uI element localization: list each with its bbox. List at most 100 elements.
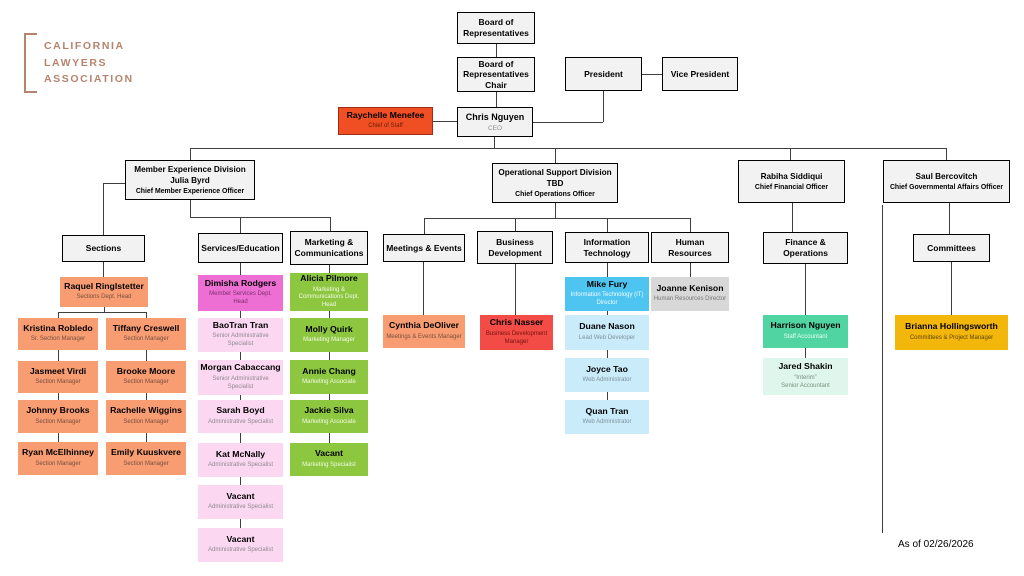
connector-line [190, 148, 191, 160]
org-node-title: Human Resources Director [653, 296, 727, 303]
org-node-title: Chief Financial Officer [754, 183, 829, 191]
org-node-name: Brianna Hollingsworth [905, 321, 998, 332]
org-node-name: Brooke Moore [116, 365, 176, 376]
connector-line [146, 433, 147, 442]
logo-text: CALIFORNIA LAWYERS ASSOCIATION [44, 38, 134, 88]
org-node-name: Johnny Brooks [26, 405, 90, 416]
connector-line [330, 217, 331, 231]
connector-line [515, 218, 516, 231]
org-node-name: Annie Chang [302, 365, 356, 376]
org-node-marketing-communications: Marketing & Communications [290, 231, 368, 265]
cla-logo: CALIFORNIA LAWYERS ASSOCIATION [24, 33, 134, 93]
org-node-vice-president: Vice President [662, 57, 738, 91]
connector-line [240, 395, 241, 400]
logo-line-2: LAWYERS [44, 56, 108, 69]
connector-line [607, 392, 608, 400]
connector-line [240, 311, 241, 318]
org-node-business-development: Business Development [477, 231, 553, 264]
as-of-date: As of 02/26/2026 [898, 539, 974, 550]
org-node-title: Chief Member Experience Officer [135, 187, 245, 195]
connector-line [607, 263, 608, 277]
org-node-name: Harrison Nguyen [770, 320, 841, 331]
org-node-name: Operational Support Division TBD [498, 168, 612, 188]
org-node-title: Chief Governmental Affairs Officer [889, 183, 1004, 191]
org-node-title: Section Manager [123, 379, 169, 386]
org-node-name: Kat McNally [215, 448, 266, 459]
connector-line [424, 218, 690, 219]
connector-line [58, 312, 146, 313]
connector-line [533, 122, 603, 123]
org-node-name: Services/Education [201, 242, 280, 253]
connector-line [329, 311, 330, 318]
logo-line-1: CALIFORNIA [44, 39, 125, 52]
org-node-title: Information Technology (IT) Director [570, 292, 644, 307]
org-node-name: Chris Nguyen [465, 112, 525, 123]
org-node-title: Marketing Associate [302, 379, 356, 386]
org-node-title: Meetings & Events Manager [386, 333, 462, 340]
logo-line-3: ASSOCIATION [44, 73, 134, 86]
connector-line [805, 348, 806, 358]
org-node-operational-support-division: Operational Support Division TBD Chief Op… [492, 163, 618, 203]
org-node-title: Administrative Specialist [207, 418, 274, 425]
org-node-title: Chief Operations Officer [515, 190, 595, 198]
connector-line [58, 350, 59, 361]
org-node-title: Section Manager [123, 460, 169, 467]
org-node-title: Staff Accountant [783, 333, 828, 340]
org-node-name: Board of Representatives [463, 17, 529, 38]
org-node-name: Cynthia DeOliver [388, 320, 459, 331]
org-node-name: Molly Quirk [305, 323, 353, 334]
org-node-title: CEO [487, 124, 503, 132]
org-node-title: Section Manager [123, 336, 169, 343]
org-node-name: Human Resources [668, 236, 712, 258]
org-node-name: Sections [85, 243, 122, 254]
org-node-title: Administrative Specialist [207, 462, 274, 469]
org-node-sections: Sections [62, 235, 145, 262]
org-node-title: Section Manager [35, 379, 81, 386]
connector-line [58, 312, 59, 318]
connector-line [329, 352, 330, 360]
connector-line [690, 263, 691, 277]
org-node-name: Meetings & Events [386, 242, 462, 253]
connector-line [103, 183, 104, 235]
org-node-title: Administrative Specialist [207, 504, 274, 511]
connector-line [494, 137, 495, 148]
connector-line [951, 262, 952, 315]
org-node-name: Vacant [226, 533, 255, 544]
connector-line [146, 393, 147, 400]
org-node-name: Kristina Robledo [23, 322, 93, 333]
connector-line [240, 352, 241, 360]
org-node-name: Jasmeet Virdi [29, 365, 87, 376]
org-node-title: Chief of Staff [368, 123, 403, 130]
org-node-name: Vacant [226, 490, 255, 501]
connector-line [555, 203, 556, 218]
connector-line [58, 393, 59, 400]
org-node-title: Administrative Specialist [207, 547, 274, 554]
org-node-services-education: Services/Education [198, 233, 283, 263]
org-node-title: Sections Dept. Head [76, 294, 132, 301]
logo-bracket-icon [24, 33, 37, 93]
org-node-name: Tiffany Creswell [112, 322, 180, 333]
connector-line [792, 203, 793, 232]
connector-line [496, 92, 497, 107]
org-node-board-of-representatives-chair: Board of Representatives Chair [457, 57, 535, 92]
org-node-name: Marketing & Communications [294, 237, 364, 258]
org-node-name: Ryan McElhinney [22, 447, 94, 458]
